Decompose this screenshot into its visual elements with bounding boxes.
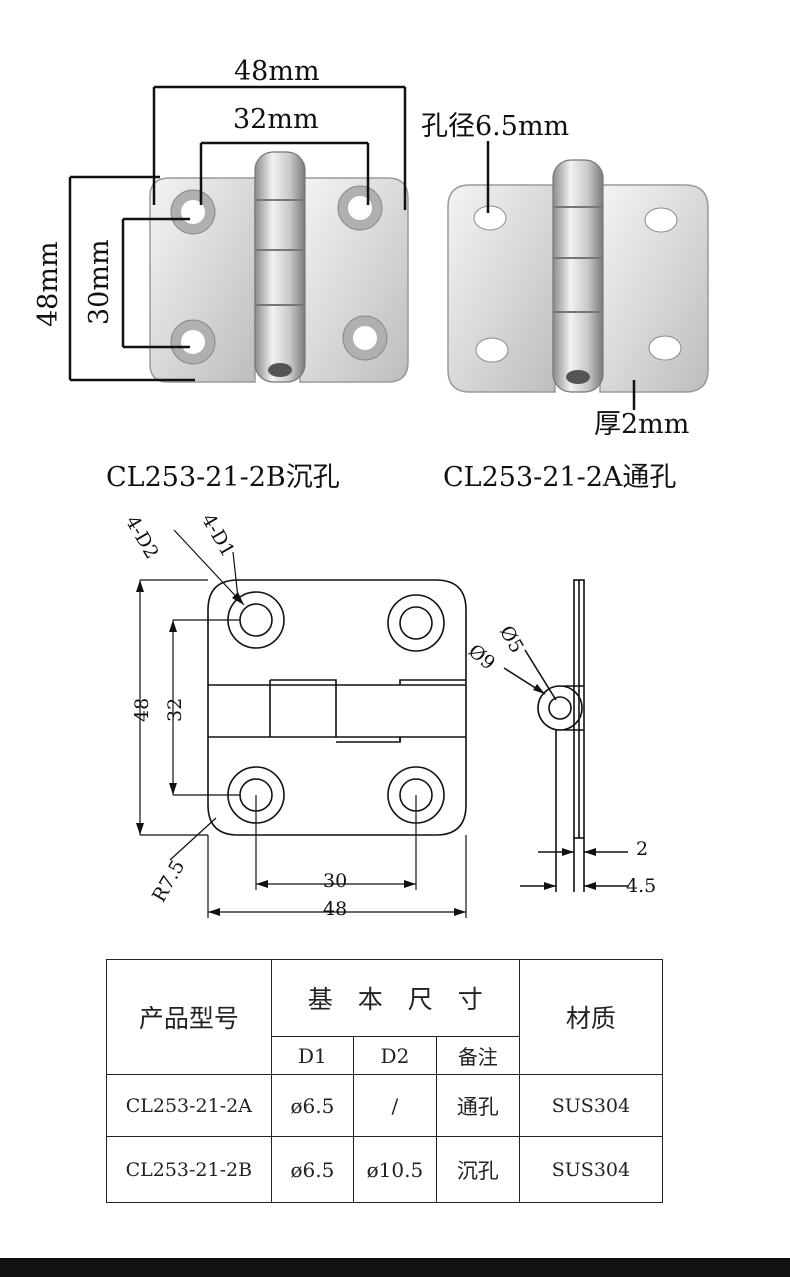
caption-countersunk: CL253-21-2B沉孔 [106, 462, 340, 493]
cell-model: CL253-21-2B [106, 1136, 272, 1203]
drawing-thickness: 2 [636, 838, 649, 860]
hole-diameter-label: 孔径6.5mm [421, 111, 570, 142]
header-material: 材质 [518, 959, 664, 1075]
dim-hole-spacing-x: 32mm [233, 104, 319, 135]
subheader-note: 备注 [435, 1036, 520, 1075]
dim-overall-height: 48mm [33, 241, 64, 327]
hinge-photo-countersunk [149, 151, 409, 383]
countersunk-hole-icon [170, 189, 216, 235]
cell-d2: ø10.5 [353, 1136, 437, 1203]
drawing-dim-spacing-y: 32 [164, 697, 186, 722]
cell-material: SUS304 [518, 1136, 664, 1203]
countersink-hole-inner [239, 603, 273, 637]
drawing-dim-spacing-x: 30 [323, 870, 348, 892]
pin-inner [548, 696, 572, 720]
photo-dimension-lines [68, 85, 636, 410]
dim-overall-width: 48mm [234, 56, 320, 87]
dim-hole-spacing-y: 30mm [84, 239, 115, 325]
cell-material: SUS304 [518, 1074, 664, 1137]
table-row: CL253-21-2B ø6.5 ø10.5 沉孔 SUS304 [106, 1136, 664, 1203]
countersunk-hole-icon [342, 315, 388, 361]
pin-outer [537, 685, 583, 731]
cell-model: CL253-21-2A [106, 1074, 272, 1137]
header-model: 产品型号 [106, 959, 272, 1075]
table-row: CL253-21-2A ø6.5 / 通孔 SUS304 [106, 1074, 664, 1137]
through-hole-icon [648, 335, 682, 361]
cell-note: 通孔 [435, 1074, 520, 1137]
header-dimensions: 基 本 尺 寸 [270, 959, 520, 1037]
hinge-photos [68, 85, 709, 410]
subheader-d1: D1 [270, 1036, 355, 1075]
subheader-d2: D2 [353, 1036, 437, 1075]
through-hole-icon [475, 337, 509, 363]
through-hole-icon [473, 205, 507, 231]
technical-drawing [136, 529, 628, 918]
drawing-knuckle-width: 4.5 [626, 875, 657, 897]
through-hole-icon [644, 207, 678, 233]
spec-table: 产品型号 基 本 尺 寸 材质 D1 D2 备注 CL253-21-2A ø6.… [106, 959, 664, 1203]
thickness-label: 厚2mm [594, 409, 690, 440]
countersunk-hole-icon [170, 319, 216, 365]
bottom-bar [0, 1258, 790, 1277]
cell-d1: ø6.5 [270, 1074, 355, 1137]
cell-note: 沉孔 [435, 1136, 520, 1203]
drawing-dim-height: 48 [131, 697, 153, 722]
cell-d1: ø6.5 [270, 1136, 355, 1203]
countersunk-hole-icon [337, 185, 383, 231]
plate-outline [207, 579, 467, 836]
cell-d2: / [353, 1074, 437, 1137]
caption-through-hole: CL253-21-2A通孔 [443, 462, 677, 493]
hinge-photo-through-hole [447, 159, 709, 393]
drawing-dim-width: 48 [323, 898, 348, 920]
